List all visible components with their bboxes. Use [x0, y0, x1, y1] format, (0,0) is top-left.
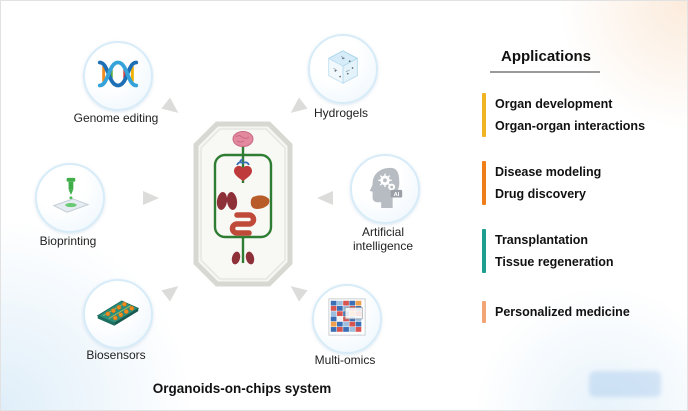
node-label: Multi-omics: [314, 353, 376, 367]
applications-header-underline: [490, 71, 600, 73]
hydrogel-cube-icon: [321, 45, 365, 94]
node-label: Bioprinting: [39, 234, 97, 248]
watermark-shape: [589, 371, 661, 397]
kidneys-organ: [231, 251, 255, 265]
application-item: Transplantation: [495, 233, 589, 247]
node-label: Biosensors: [86, 348, 146, 362]
node-label: Hydrogels: [313, 106, 369, 120]
application-item: Drug discovery: [495, 187, 587, 201]
group-color-bar: [482, 229, 486, 273]
node-label: Artificial intelligence: [352, 225, 414, 253]
node-circle: AI: [350, 154, 420, 224]
ai-label-text: AI: [394, 191, 400, 197]
application-item: Organ development: [495, 97, 613, 111]
node-multi-omics: Multi-omics: [312, 284, 382, 367]
node-artificial-intelligence: AI Artificial intelligence: [350, 154, 420, 253]
node-bioprinting: Bioprinting: [35, 163, 105, 248]
ai-head-icon: AI: [364, 165, 406, 214]
node-circle: [83, 41, 153, 111]
group-color-bar: [482, 161, 486, 205]
node-biosensors: Biosensors: [83, 279, 153, 362]
node-circle: [35, 163, 105, 233]
node-label: Genome editing: [73, 111, 159, 125]
application-group-organ: Organ development Organ-organ interactio…: [482, 93, 645, 137]
brain-organ: [232, 131, 254, 147]
node-hydrogels: Hydrogels: [308, 34, 378, 120]
application-item: Personalized medicine: [495, 305, 630, 319]
diagram-title: Organoids-on-chips system: [152, 381, 332, 396]
lungs-organ: [216, 192, 238, 210]
bioprinter-icon: [48, 175, 92, 222]
application-group-transplant: Transplantation Tissue regeneration: [482, 229, 614, 273]
biosensor-chip-icon: [95, 293, 141, 336]
application-item: Tissue regeneration: [495, 255, 614, 269]
applications-header: Applications: [500, 48, 591, 65]
group-color-bar: [482, 93, 486, 137]
node-circle: [83, 279, 153, 349]
application-item: Disease modeling: [495, 165, 602, 179]
arrow-bioprinting-to-chip: [143, 191, 159, 205]
arrow-ai-to-chip: [317, 191, 333, 205]
application-group-disease: Disease modeling Drug discovery: [482, 161, 601, 205]
application-item: Organ-organ interactions: [495, 119, 646, 133]
heart-organ: [234, 158, 252, 181]
group-color-bar: [482, 301, 486, 323]
intestine-organ: [229, 212, 257, 236]
multiomics-heatmap-icon: [326, 296, 368, 343]
dna-icon: [95, 54, 141, 99]
node-circle: [312, 284, 382, 354]
arrow-biosensors-to-chip: [161, 280, 183, 302]
organoid-chip-illustration: [193, 121, 293, 292]
application-group-personalized: Personalized medicine: [482, 301, 630, 323]
node-genome-editing: Genome editing: [74, 41, 158, 125]
liver-organ: [250, 195, 270, 209]
node-circle: [308, 34, 378, 104]
